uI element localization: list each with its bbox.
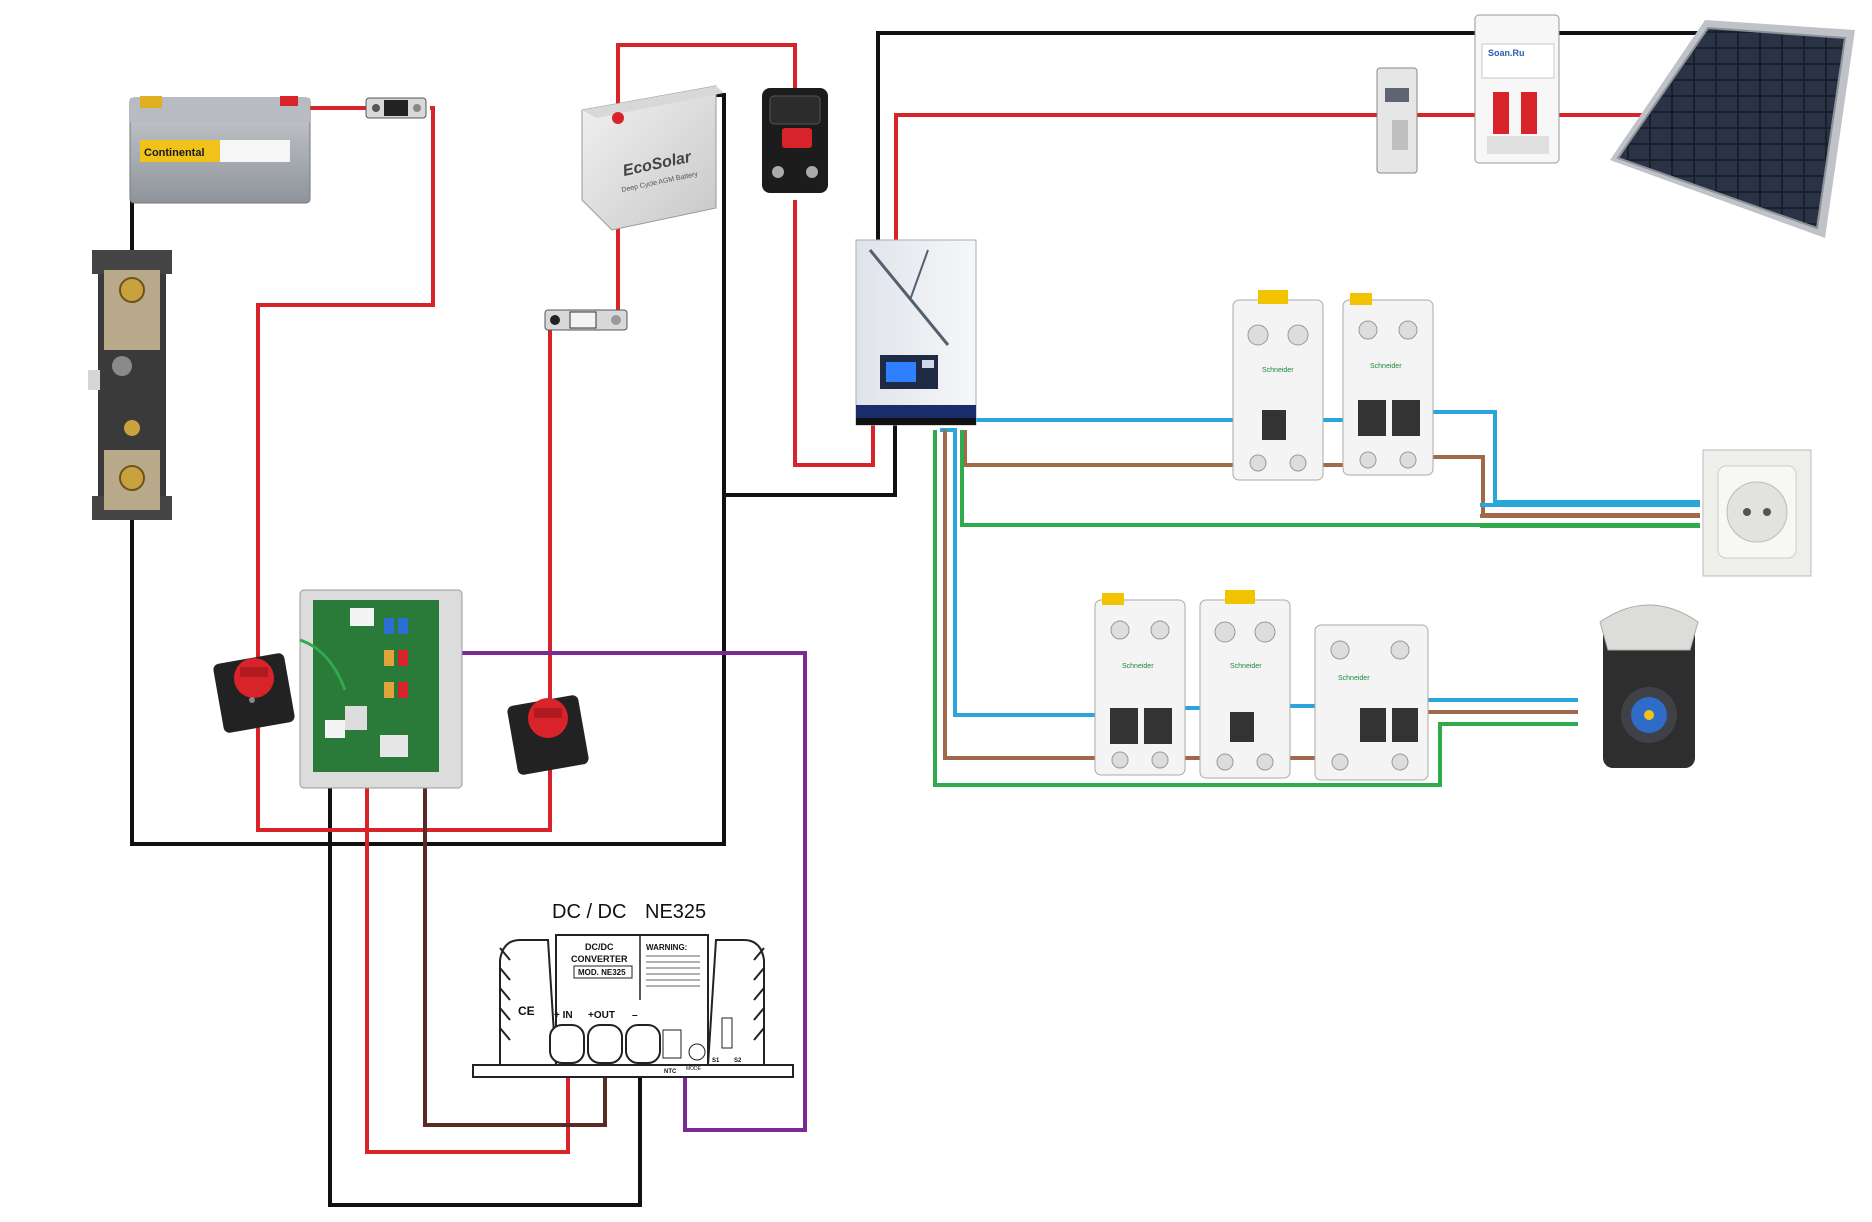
shore-power-inlet — [1599, 604, 1699, 768]
ntc-label: NTC — [664, 1069, 677, 1075]
live-wires — [940, 410, 1700, 717]
battery-brand-label: Continental — [144, 147, 205, 159]
fuse-2 — [544, 309, 628, 331]
mode-label: MODE — [686, 1066, 702, 1072]
isolator-brand-label: Soan.Ru — [1488, 48, 1525, 58]
control-board — [299, 589, 463, 789]
rcd-1-brand: Schneider — [1262, 367, 1294, 374]
rcd-breaker-1: Schneider — [1232, 290, 1324, 481]
terminal-out-label: +OUT — [588, 1010, 615, 1021]
mcb-1-brand: Schneider — [1370, 363, 1402, 370]
dark-brown-wire — [423, 775, 607, 1127]
pv-isolator: Soan.Ru — [1474, 14, 1560, 164]
converter-model: NE325 — [645, 901, 706, 923]
mcb-2-brand: Schneider — [1122, 663, 1154, 670]
board-green-wire — [299, 638, 347, 691]
rcd-breaker-2: Schneider — [1199, 590, 1291, 779]
signal-wire — [355, 651, 807, 1132]
converter-title: DC / DC — [552, 901, 626, 923]
panel-warning: WARNING: — [646, 943, 687, 952]
starter-battery: Continental — [129, 96, 311, 204]
battery-switch-2 — [507, 695, 589, 775]
terminal-neg-label: – — [632, 1010, 638, 1021]
panel-model-box: MOD. NE325 — [578, 968, 626, 977]
solar-panel — [1610, 20, 1855, 238]
terminal-in-label: + IN — [554, 1010, 573, 1021]
dc-circuit-breaker — [762, 88, 828, 193]
fuse-1 — [365, 97, 427, 119]
negative-wires — [130, 31, 1700, 1207]
earth-wires — [933, 430, 1700, 787]
positive-wires — [256, 43, 1645, 1154]
panel-header-1: DC/DC — [585, 942, 614, 952]
mcb-1: Schneider — [1342, 293, 1434, 476]
shunt — [88, 250, 172, 520]
mcb-2: Schneider — [1094, 593, 1186, 776]
aux-battery: EcoSolar Deep Cycle AGM Battery — [581, 85, 724, 231]
pv-fuse-holder — [1376, 67, 1418, 174]
battery-switch-1 — [213, 653, 295, 733]
dc-dc-converter: DC / DC NE325 DC/DC CONVERTER MOD. NE325… — [472, 901, 794, 1078]
ce-mark: CE — [518, 1004, 535, 1018]
ac-output-wires — [1480, 503, 1700, 528]
s1-label: S1 — [712, 1058, 720, 1064]
s2-label: S2 — [734, 1058, 742, 1064]
mcb-3-brand: Schneider — [1338, 675, 1370, 682]
panel-header-2: CONVERTER — [571, 954, 628, 964]
wall-socket — [1702, 449, 1812, 577]
rcd-2-brand: Schneider — [1230, 663, 1262, 670]
hybrid-inverter — [855, 239, 977, 426]
mcb-3: Schneider — [1314, 624, 1429, 781]
